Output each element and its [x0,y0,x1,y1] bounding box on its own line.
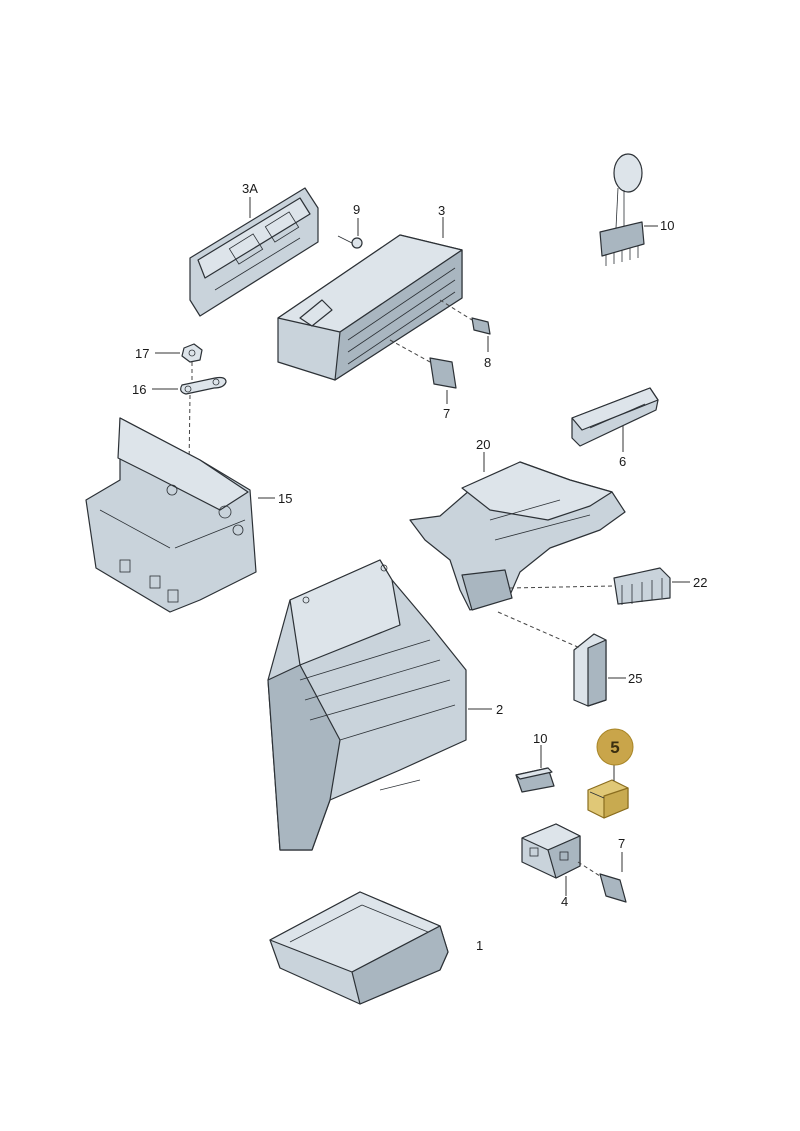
part-8-fuse[interactable] [471,317,491,335]
part-10-fuse-lower[interactable] [515,767,555,793]
label-3: 3 [438,203,445,218]
part-3a-cover[interactable] [189,187,319,317]
label-1: 1 [476,938,483,953]
part-7-fuse-upper[interactable] [429,357,457,389]
part-6-cover-strip[interactable] [571,387,659,447]
part-2-main-housing[interactable] [267,559,467,851]
label-6: 6 [619,454,626,469]
highlight-badge[interactable] [596,728,634,766]
label-4: 4 [561,894,568,909]
part-10-puller[interactable] [599,153,645,266]
label-10-lower: 10 [533,731,547,746]
label-7-lower: 7 [618,836,625,851]
label-8: 8 [484,355,491,370]
label-5: 5 [610,738,619,757]
part-9-screw[interactable] [337,235,363,249]
part-1-base-tray[interactable] [269,891,449,1005]
label-2: 2 [496,702,503,717]
label-16: 16 [132,382,146,397]
label-10-upper: 10 [660,218,674,233]
part-3-fuse-carrier[interactable] [277,234,463,381]
label-3a: 3A [242,181,258,196]
part-5-relay[interactable] [587,779,629,819]
part-17-nut[interactable] [181,343,203,363]
part-7-fuse-lower[interactable] [599,873,627,903]
label-17: 17 [135,346,149,361]
part-20-holder[interactable] [409,461,626,611]
part-16-lug[interactable] [180,376,227,395]
part-25-adapter[interactable] [573,633,607,707]
part-22-clip[interactable] [613,567,671,605]
part-4-connector[interactable] [521,823,581,879]
label-20: 20 [476,437,490,452]
label-25: 25 [628,671,642,686]
part-15-bracket[interactable] [85,417,257,613]
label-7-upper: 7 [443,406,450,421]
label-9: 9 [353,202,360,217]
label-22: 22 [693,575,707,590]
label-15: 15 [278,491,292,506]
